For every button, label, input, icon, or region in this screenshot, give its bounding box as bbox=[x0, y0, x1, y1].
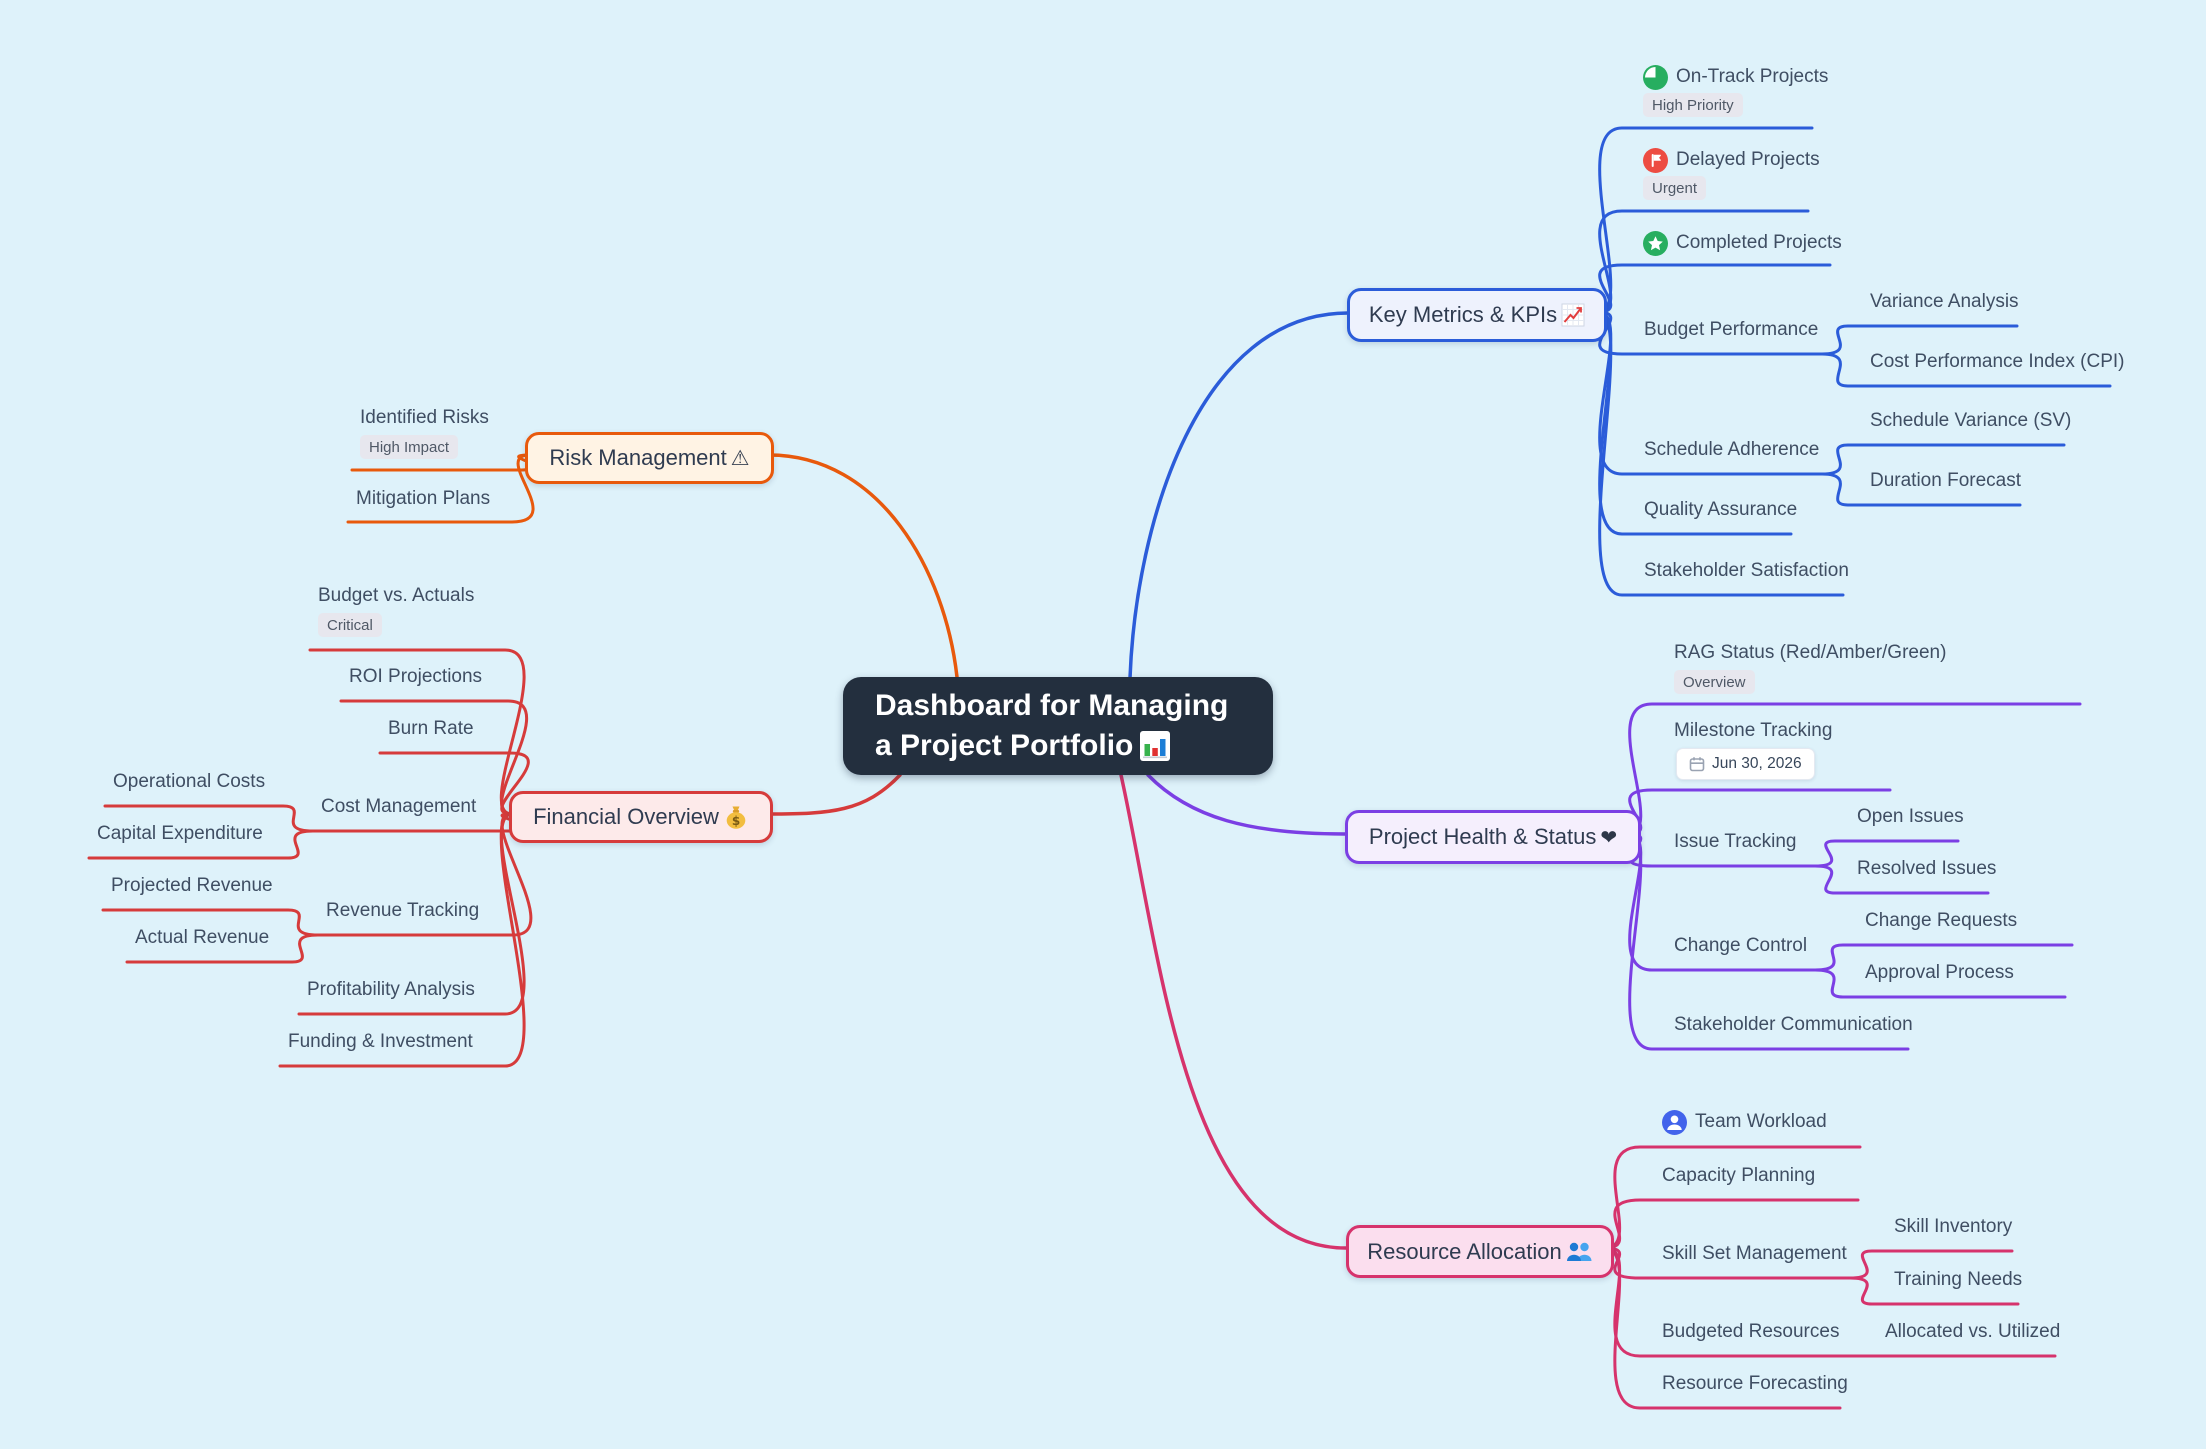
label-quality-assurance[interactable]: Quality Assurance bbox=[1644, 499, 1798, 520]
label-budget-vs-actuals[interactable]: Budget vs. Actuals bbox=[318, 585, 475, 606]
node-risk-management-label: Risk Management bbox=[549, 445, 727, 470]
node-project-health-label: Project Health & Status bbox=[1368, 824, 1597, 849]
label-mitigation-plans[interactable]: Mitigation Plans bbox=[356, 488, 491, 509]
label-change-requests[interactable]: Change Requests bbox=[1865, 910, 2018, 931]
chart-increasing-icon bbox=[1561, 303, 1585, 327]
calendar-icon bbox=[1689, 757, 1705, 772]
warning-icon: ⚠ bbox=[730, 446, 750, 470]
node-risk-management[interactable]: Risk Management ⚠ bbox=[525, 432, 774, 484]
flag-icon bbox=[1643, 147, 1668, 173]
money-bag-icon: $ bbox=[726, 806, 746, 829]
label-completed-projects[interactable]: Completed Projects bbox=[1643, 230, 1842, 256]
label-stakeholder-communication[interactable]: Stakeholder Communication bbox=[1674, 1014, 1913, 1035]
users-icon bbox=[1566, 1242, 1592, 1261]
node-resource-allocation-label: Resource Allocation bbox=[1367, 1238, 1562, 1264]
pie-chart-icon bbox=[1643, 64, 1668, 90]
badge-high-priority: High Priority bbox=[1643, 93, 1743, 117]
svg-text:$: $ bbox=[732, 814, 740, 828]
node-key-metrics[interactable]: Key Metrics & KPIs bbox=[1347, 288, 1607, 342]
label-identified-risks[interactable]: Identified Risks bbox=[360, 407, 489, 428]
label-skill-set-management[interactable]: Skill Set Management bbox=[1662, 1243, 1847, 1264]
badge-overview: Overview bbox=[1674, 670, 1755, 694]
label-duration-forecast[interactable]: Duration Forecast bbox=[1870, 470, 2022, 491]
user-icon bbox=[1662, 1109, 1687, 1135]
badge-critical: Critical bbox=[318, 613, 382, 637]
label-rag-status[interactable]: RAG Status (Red/Amber/Green) bbox=[1674, 642, 1947, 663]
label-schedule-variance[interactable]: Schedule Variance (SV) bbox=[1870, 410, 2072, 431]
label-schedule-adherence[interactable]: Schedule Adherence bbox=[1644, 439, 1820, 460]
label-profitability-analysis[interactable]: Profitability Analysis bbox=[307, 979, 475, 1000]
badge-high-impact: High Impact bbox=[360, 435, 459, 459]
node-financial-overview-label: Financial Overview bbox=[533, 804, 719, 829]
label-on-track-projects[interactable]: On-Track Projects bbox=[1643, 64, 1828, 90]
label-cost-management[interactable]: Cost Management bbox=[321, 796, 477, 817]
label-team-workload[interactable]: Team Workload bbox=[1662, 1109, 1827, 1135]
label-operational-costs[interactable]: Operational Costs bbox=[113, 771, 266, 792]
label-stakeholder-satisfaction[interactable]: Stakeholder Satisfaction bbox=[1644, 560, 1849, 581]
node-key-metrics-label: Key Metrics & KPIs bbox=[1368, 302, 1558, 327]
label-training-needs[interactable]: Training Needs bbox=[1894, 1269, 2023, 1290]
label-roi-projections[interactable]: ROI Projections bbox=[349, 666, 483, 687]
label-skill-inventory[interactable]: Skill Inventory bbox=[1894, 1216, 2013, 1237]
label-burn-rate[interactable]: Burn Rate bbox=[388, 718, 474, 739]
badge-urgent: Urgent bbox=[1643, 176, 1707, 200]
label-allocated-vs-utilized[interactable]: Allocated vs. Utilized bbox=[1885, 1321, 2061, 1342]
label-cost-performance-index[interactable]: Cost Performance Index (CPI) bbox=[1870, 351, 2125, 372]
label-resolved-issues[interactable]: Resolved Issues bbox=[1857, 858, 1997, 879]
central-topic[interactable]: Dashboard for Managing a Project Portfol… bbox=[843, 677, 1273, 775]
label-budget-performance[interactable]: Budget Performance bbox=[1644, 319, 1819, 340]
bar-chart-icon bbox=[1140, 731, 1171, 761]
label-milestone-tracking[interactable]: Milestone Tracking bbox=[1674, 720, 1833, 741]
central-topic-line1: Dashboard for Managing bbox=[875, 689, 1229, 722]
label-funding-investment[interactable]: Funding & Investment bbox=[288, 1031, 473, 1052]
label-revenue-tracking[interactable]: Revenue Tracking bbox=[326, 900, 480, 921]
label-approval-process[interactable]: Approval Process bbox=[1865, 962, 2014, 983]
label-budgeted-resources[interactable]: Budgeted Resources bbox=[1662, 1321, 1840, 1342]
label-open-issues[interactable]: Open Issues bbox=[1857, 806, 1964, 827]
label-variance-analysis[interactable]: Variance Analysis bbox=[1870, 291, 2019, 312]
label-resource-forecasting[interactable]: Resource Forecasting bbox=[1662, 1373, 1848, 1394]
label-capacity-planning[interactable]: Capacity Planning bbox=[1662, 1165, 1816, 1186]
milestone-date-chip[interactable]: Jun 30, 2026 bbox=[1676, 748, 1815, 780]
central-topic-line2: a Project Portfolio bbox=[875, 729, 1134, 762]
label-change-control[interactable]: Change Control bbox=[1674, 935, 1808, 956]
heart-icon: ❤ bbox=[1600, 825, 1618, 849]
label-projected-revenue[interactable]: Projected Revenue bbox=[111, 875, 273, 896]
label-issue-tracking[interactable]: Issue Tracking bbox=[1674, 831, 1797, 852]
node-financial-overview[interactable]: Financial Overview $ bbox=[509, 791, 773, 843]
node-resource-allocation[interactable]: Resource Allocation bbox=[1346, 1225, 1614, 1278]
label-actual-revenue[interactable]: Actual Revenue bbox=[135, 927, 270, 948]
label-delayed-projects[interactable]: Delayed Projects bbox=[1643, 147, 1820, 173]
label-capital-expenditure[interactable]: Capital Expenditure bbox=[97, 823, 263, 844]
node-project-health[interactable]: Project Health & Status ❤ bbox=[1345, 810, 1641, 864]
star-icon bbox=[1643, 230, 1668, 256]
